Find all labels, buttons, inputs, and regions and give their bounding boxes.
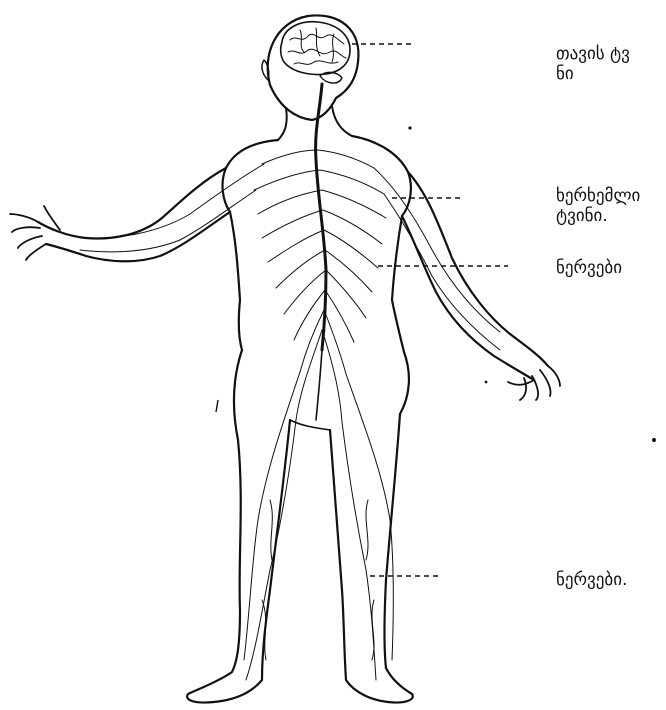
- arm-right: [402, 172, 548, 380]
- leg-left: [187, 420, 290, 703]
- hand-left: [10, 206, 60, 260]
- label-brain: თავის ტვ ნი: [556, 44, 666, 84]
- hand-right: [508, 366, 560, 400]
- arm-left: [38, 168, 230, 261]
- label-spinal-cord: ხერხემლი ტვინი.: [556, 186, 666, 226]
- brain: [281, 22, 350, 75]
- head-outline: [268, 15, 359, 120]
- label-nerves-lower: ნერვები.: [556, 570, 666, 590]
- brain-folds: [288, 28, 346, 64]
- leg-right: [330, 414, 413, 703]
- stray-marks: [216, 126, 656, 442]
- label-nerves-upper: ნერვები: [556, 258, 666, 278]
- cerebellum: [320, 72, 342, 83]
